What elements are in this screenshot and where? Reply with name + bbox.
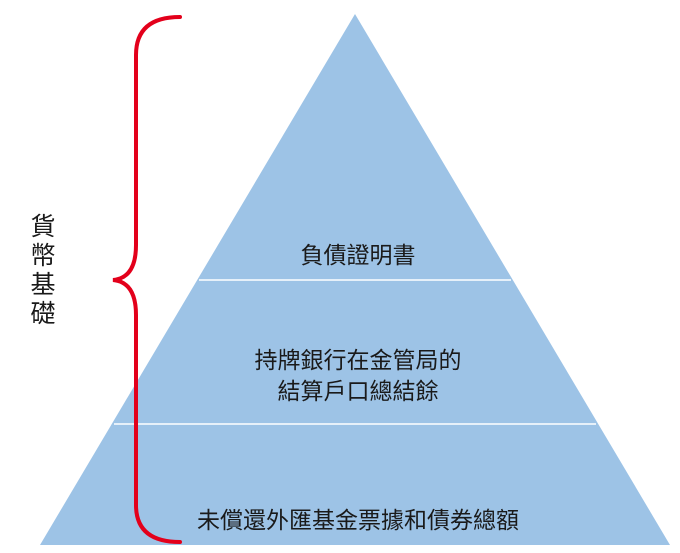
tier-label-top-line-1: 負債證明書: [300, 243, 416, 269]
tier-label-middle-line-1: 持牌銀行在金管局的: [254, 348, 462, 374]
tier-label-middle-line-2: 結算戶口總結餘: [277, 379, 439, 405]
tier-label-top: 負債證明書: [140, 241, 576, 272]
tier-label-bottom-line-1: 未償還外匯基金票據和債券總額: [197, 508, 519, 534]
tier-label-bottom: 未償還外匯基金票據和債券總額: [140, 506, 576, 537]
tier-label-middle: 持牌銀行在金管局的 結算戶口總結餘: [140, 346, 576, 408]
monetary-base-label: 貨幣基礎: [30, 212, 56, 328]
curly-brace-bracket: [112, 15, 182, 544]
